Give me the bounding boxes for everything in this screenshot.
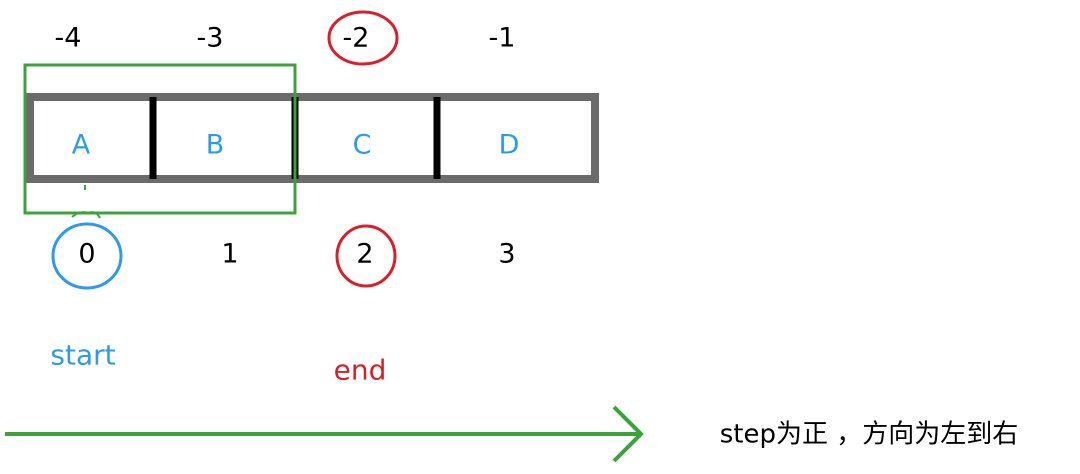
start-label: start (50, 338, 116, 372)
negative-index: -2 (342, 22, 370, 54)
array-cell-label: A (71, 129, 91, 161)
array-cell-label: B (205, 129, 225, 161)
selection-box (23, 63, 297, 215)
positive-index: 2 (356, 238, 374, 270)
blue-circle-zero (51, 222, 123, 290)
positive-index: 0 (78, 238, 96, 270)
negative-index: -3 (196, 22, 224, 54)
array-cell-label: D (498, 129, 520, 161)
red-circle-neg2 (327, 10, 399, 66)
end-label: end (333, 353, 387, 387)
negative-index: -1 (488, 22, 516, 54)
red-circle-two (335, 224, 397, 288)
positive-index: 1 (221, 238, 239, 270)
negative-index: -4 (54, 22, 82, 54)
direction-caption: step为正 ，方向为左到右 (719, 419, 1019, 450)
array-box (26, 93, 599, 183)
green-squiggle (71, 211, 101, 219)
positive-index: 3 (498, 238, 516, 270)
array-cell-label: C (352, 129, 372, 161)
direction-arrow-head (612, 405, 644, 463)
